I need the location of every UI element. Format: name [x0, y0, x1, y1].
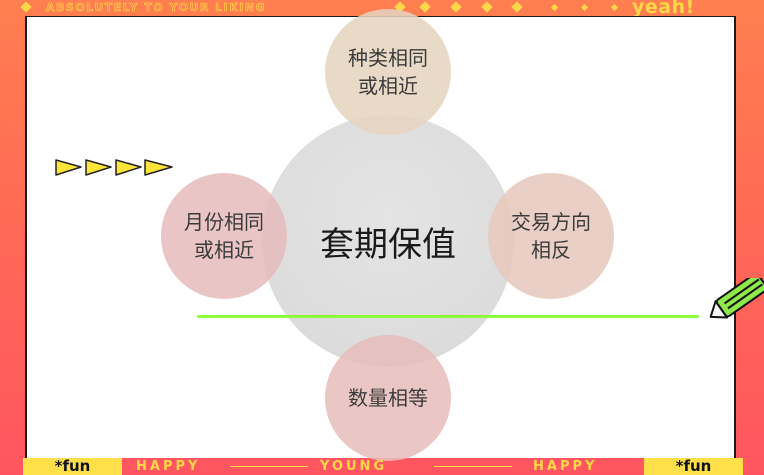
satellite-label-right: 交易方向相反	[511, 210, 591, 262]
satellite-label-left: 月份相同或相近	[184, 210, 264, 262]
pencil-icon	[709, 278, 764, 319]
bottom-word-3: HAPPY	[533, 459, 598, 474]
satellite-label-bottom: 数量相等	[348, 386, 428, 410]
diamond-icon	[550, 3, 559, 12]
diamond-icon	[511, 1, 523, 13]
diamond-icon	[20, 1, 32, 13]
fun-tag-right: *fun	[644, 458, 743, 475]
top-banner-text: ABSOLUTELY TO YOUR LIKING	[46, 1, 267, 15]
bottom-divider	[434, 466, 512, 467]
bottom-word-2: YOUNG	[320, 459, 388, 474]
green-underline	[197, 315, 699, 318]
diamond-icon	[481, 1, 493, 13]
satellite-circle-bottom: 数量相等	[325, 335, 451, 461]
diamond-icon	[419, 1, 431, 13]
center-label: 套期保值	[320, 224, 456, 265]
satellite-circle-right: 交易方向相反	[488, 173, 614, 299]
satellite-circle-left: 月份相同或相近	[161, 173, 287, 299]
bottom-word-1: HAPPY	[136, 459, 201, 474]
bottom-divider	[230, 466, 308, 467]
top-banner: ABSOLUTELY TO YOUR LIKING yeah!	[0, 0, 764, 18]
yeah-text: yeah!	[632, 0, 695, 18]
diamond-icon	[450, 1, 462, 13]
bottom-banner: *fun HAPPY YOUNG HAPPY *fun	[0, 458, 764, 475]
diamond-icon	[580, 3, 589, 12]
diamond-icon	[610, 3, 619, 12]
satellite-label-top: 种类相同或相近	[348, 46, 428, 98]
center-circle: 套期保值	[262, 115, 514, 367]
satellite-circle-top: 种类相同或相近	[325, 9, 451, 135]
pennant-flags-icon	[55, 159, 173, 176]
fun-tag-left: *fun	[23, 458, 122, 475]
